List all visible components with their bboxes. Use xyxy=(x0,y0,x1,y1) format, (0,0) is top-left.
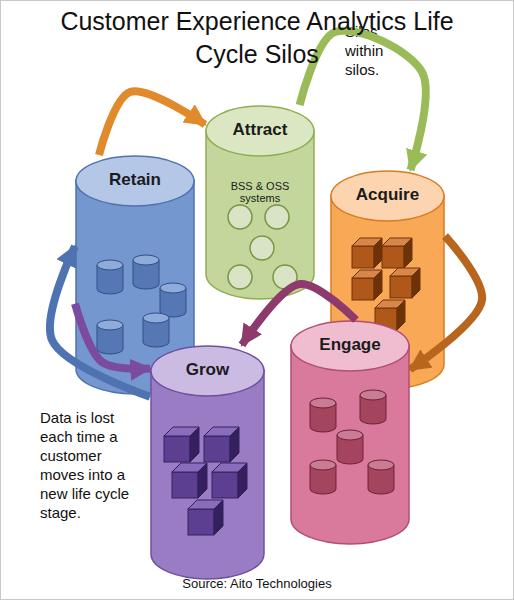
circle-icon xyxy=(228,205,252,229)
database-icon-top xyxy=(133,255,159,265)
database-icon-top xyxy=(97,260,123,270)
cycle-arrow xyxy=(99,91,205,155)
cylinder-top xyxy=(76,156,194,206)
source-caption: Source: Aito Technologies xyxy=(0,576,514,592)
database-icon-top xyxy=(310,460,336,470)
cube-icon-front xyxy=(172,472,198,498)
cube-icon-side xyxy=(214,500,223,535)
cylinder-top xyxy=(206,106,314,156)
node-text-group: Grow xyxy=(150,345,265,381)
stage-label: Retain xyxy=(75,169,195,191)
cylinder-shape xyxy=(150,345,265,580)
cube-icon-front xyxy=(382,246,404,268)
node-text-group: Acquire xyxy=(330,170,445,206)
cube-icon-front xyxy=(164,436,190,462)
stage-label: Engage xyxy=(290,334,410,356)
cycle-arrow xyxy=(410,236,482,370)
database-icon-top xyxy=(337,430,363,440)
cycle-arrow xyxy=(300,31,426,170)
cube-icon-side xyxy=(238,463,247,498)
cube-icon-side xyxy=(374,238,382,268)
cube-icon-side xyxy=(374,270,382,300)
cube-icon-front xyxy=(390,276,412,298)
stage-label: Acquire xyxy=(330,184,445,206)
database-icon-top xyxy=(160,283,186,293)
cylinder-top xyxy=(331,171,444,221)
database-icon-top xyxy=(97,320,123,330)
stage-label: Attract xyxy=(205,119,315,141)
cube-icon-front xyxy=(352,246,374,268)
cube-icon-side xyxy=(404,238,412,268)
stage-label: Grow xyxy=(150,359,265,381)
database-icon-top xyxy=(360,390,386,400)
cylinder-top xyxy=(291,321,409,371)
cube-icon-side xyxy=(198,463,207,498)
icon-group xyxy=(97,255,186,354)
cycle-arrow xyxy=(75,304,150,369)
diagram-title: Customer Experience Analytics Life Cycle… xyxy=(59,5,455,71)
circle-icon xyxy=(250,236,274,260)
cylinder-body xyxy=(151,370,264,579)
node-text-group: Engage xyxy=(290,320,410,356)
cylinder-stage-node: Engage xyxy=(290,320,410,545)
cylinder-body xyxy=(291,345,409,544)
node-text-group: AttractBSS & OSS systems xyxy=(205,105,315,204)
circle-icon xyxy=(273,265,297,289)
cube-icon-front xyxy=(188,509,214,535)
database-icon-top xyxy=(310,398,336,408)
icon-group xyxy=(164,427,247,535)
circle-icon xyxy=(228,265,252,289)
icon-group xyxy=(352,238,420,330)
cylinder-top xyxy=(151,346,264,396)
note-text: Data is lost each time a customer moves … xyxy=(40,408,148,522)
cube-icon-front xyxy=(212,472,238,498)
database-icon-top xyxy=(368,460,394,470)
icon-group xyxy=(310,390,394,494)
circle-icon xyxy=(265,205,289,229)
cube-icon-front xyxy=(352,278,374,300)
cube-icon-side xyxy=(397,300,405,330)
stage-note: BSS & OSS systems xyxy=(220,180,300,204)
cube-icon-side xyxy=(412,268,420,298)
icon-group xyxy=(228,205,297,289)
cube-icon-side xyxy=(230,427,239,462)
cycle-arrow xyxy=(50,246,150,397)
cylinder-stage-node: AttractBSS & OSS systems xyxy=(205,105,315,300)
cube-icon-front xyxy=(204,436,230,462)
cube-icon-side xyxy=(190,427,199,462)
database-icon-top xyxy=(143,313,169,323)
cylinder-stage-node: Grow xyxy=(150,345,265,580)
cycle-arrow xyxy=(242,284,356,345)
node-text-group: Retain xyxy=(75,155,195,191)
